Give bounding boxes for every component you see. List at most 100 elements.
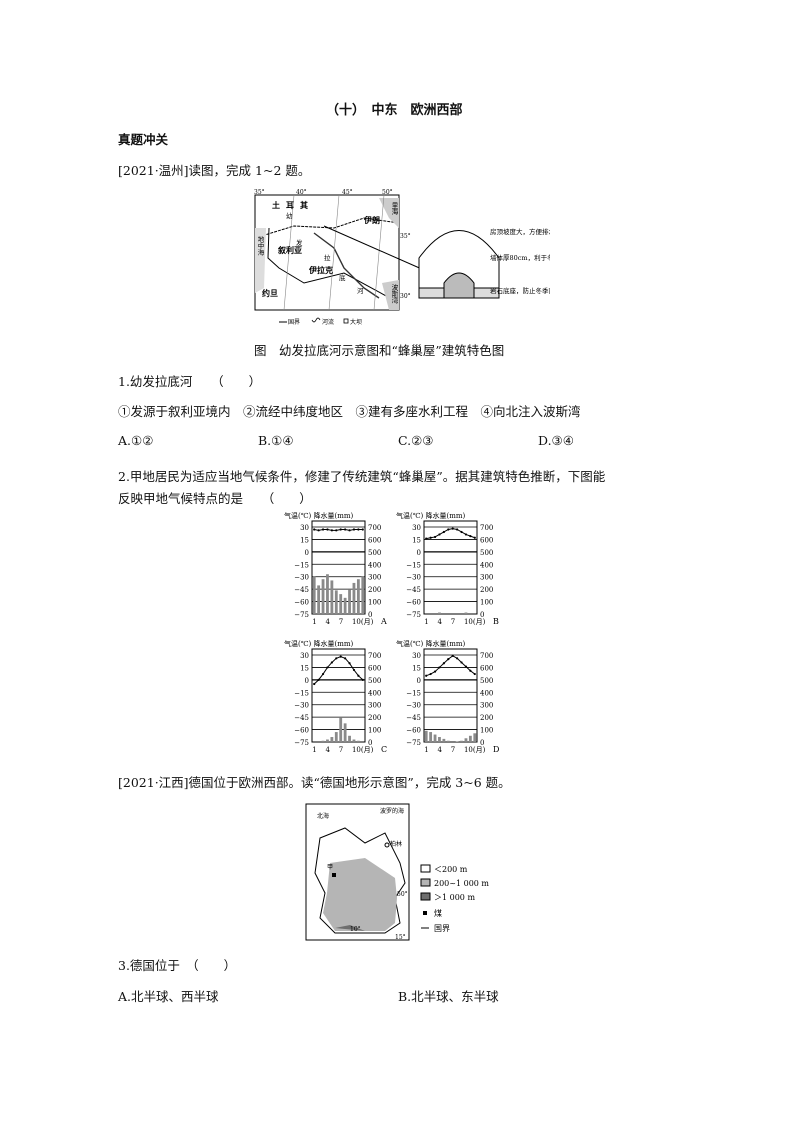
note-base: 岩石底座，防止冬季雨水侵蚀 [490,286,550,295]
temperature-point [352,528,356,531]
precip-bar [438,612,441,614]
degree-label: 35° [254,189,265,196]
label-north-sea: 北海 [317,812,329,820]
q3-stem: 3.德国位于 （ ） [118,958,237,973]
chart-label: D [493,745,499,754]
left-tick-label: 0 [417,549,421,557]
right-tick-label: 300 [480,702,493,710]
q1-option-d[interactable]: D.③④ [538,433,574,448]
temperature-point [357,674,360,677]
x-tick-label: 1 [312,618,316,626]
x-tick-label: 4 [325,746,330,754]
temperature-point [317,529,320,532]
temperature-point [447,658,450,661]
precip-bar [343,597,347,614]
q1-option-a[interactable]: A.①② [118,433,154,448]
temperature-line [314,528,363,531]
left-tick-label: −30 [406,574,421,582]
right-tick-label: 200 [368,586,381,594]
left-tick-label: −75 [406,611,421,619]
degree-label: 30° [400,293,411,300]
left-tick-label: −45 [294,586,309,594]
beehive-house [418,230,500,299]
temperature-point [326,666,329,669]
right-tick-label: 700 [368,652,381,660]
right-tick-label: 200 [368,714,381,722]
x-tick-label: 7 [339,746,343,754]
precip-bar [356,579,360,614]
legend-high: ＞1 000 m [434,893,475,902]
label-iraq: 伊拉克 [308,265,333,275]
left-tick-label: −60 [406,727,421,735]
temperature-point [326,528,329,531]
plot-frame [423,648,478,743]
germany-legend: ＜200 m 200~1 000 m ＞1 000 m 煤 国界 [420,864,489,933]
x-tick-label: 7 [451,746,455,754]
group2-intro: [2021·江西]德国位于欧洲西部。读“德国地形示意图”，完成 3~6 题。 [118,775,511,790]
chart-label: B [493,617,499,626]
precip-bar [464,738,468,742]
precip-bar [334,590,338,614]
precip-bar [361,576,365,614]
right-tick-label: 300 [368,574,381,582]
right-tick-label: 200 [480,714,493,722]
left-tick-label: 15 [300,536,309,544]
x-tick-label: 4 [325,618,330,626]
legend-low: ＜200 m [434,865,468,874]
precip-bar [460,740,463,742]
x-tick-label: 4 [437,618,442,626]
temperature-point [464,533,468,536]
x-tick-label: 10(月) [352,746,374,754]
precip-bar [464,612,468,614]
coal-site [332,873,336,877]
temperature-point [348,662,351,665]
degree-label: 10° [350,926,361,933]
temperature-point [425,674,428,677]
house-door [443,272,475,299]
temperature-point [438,666,441,669]
precip-bar [334,732,338,742]
right-tick-label: 500 [368,677,381,685]
label-mediterranean: 地中海 [256,235,264,257]
page-title: （十） 中东 欧洲西部 [326,103,463,118]
berlin-icon [384,842,390,848]
right-tick-label: 600 [368,536,381,544]
degree-label: 50° [382,189,393,196]
q3-option-a[interactable]: A.北半球、西半球 [118,989,219,1004]
left-tick-label: −75 [294,611,309,619]
precip-bar [352,582,356,614]
alps-region [335,925,365,931]
left-tick-label: −30 [294,574,309,582]
x-tick-label: 10(月) [464,746,486,754]
right-tick-label: 0 [368,739,372,747]
river-label-3: 拉 [324,253,331,262]
precip-bar [339,717,343,742]
river-label-5: 河 [357,287,364,295]
q3-option-b[interactable]: B.北半球、东半球 [398,989,499,1004]
q1-option-b[interactable]: B.①④ [258,433,294,448]
river-label-2: 发 [296,238,303,247]
left-tick-label: −75 [406,739,421,747]
right-tick-label: 0 [368,611,372,619]
map-frame [254,194,400,311]
plot-frame [311,648,366,743]
border-turkey [254,217,400,239]
left-tick-label: 15 [412,536,421,544]
label-iran: 伊朗 [363,215,380,225]
q2-stem-line2: 反映甲地气候特点的是 （ ） [118,491,312,506]
legend-mid: 200~1 000 m [434,879,489,888]
left-tick-label: 15 [300,664,309,672]
note-roof: 房顶坡度大，方便排水 [490,227,550,236]
euphrates-river [313,232,380,299]
precip-bar [343,723,347,742]
temperature-point [348,529,351,532]
left-tick-label: 30 [300,652,309,660]
mediterranean [255,228,266,293]
left-tick-label: −15 [294,561,309,569]
temperature-point [429,672,432,676]
temperature-point [460,661,463,664]
label-baltic-sea: 波罗的海 [380,807,404,815]
q1-option-c[interactable]: C.②③ [398,433,434,448]
temperature-point [451,654,454,657]
